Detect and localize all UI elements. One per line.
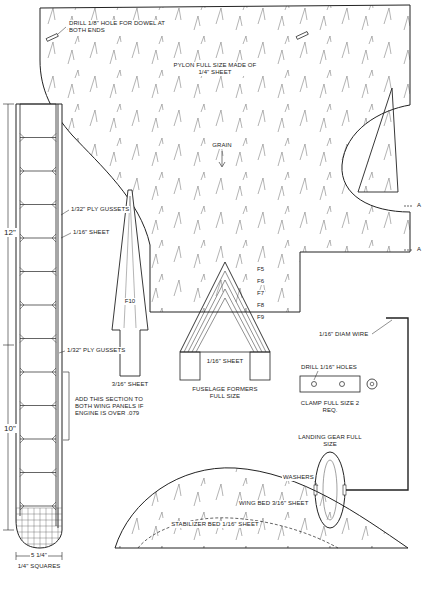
gusset xyxy=(20,167,56,175)
wing-rib xyxy=(20,271,56,272)
fuselage-formers xyxy=(180,262,270,352)
former-outline xyxy=(180,262,270,352)
wing-rib xyxy=(20,238,56,239)
gusset xyxy=(20,268,56,276)
section-bracket xyxy=(63,372,69,440)
grid-line xyxy=(16,514,62,515)
grid-line xyxy=(16,544,62,545)
dimension-line xyxy=(3,104,62,560)
gusset xyxy=(20,469,56,477)
dowel-hole xyxy=(46,34,58,42)
part-label: PYLON FULL SIZE MADE OF 1/4" SHEET xyxy=(172,62,258,76)
leader-line xyxy=(372,320,392,334)
wing-rib xyxy=(20,204,56,205)
part-label: LANDING GEAR FULL SIZE xyxy=(293,434,367,448)
gusset xyxy=(20,201,56,209)
dowel-hole xyxy=(296,32,308,40)
wing-rib xyxy=(20,372,56,373)
grid-line xyxy=(16,526,62,527)
part-label: 1/16" SHEET xyxy=(206,358,245,365)
washer xyxy=(343,485,346,495)
gusset xyxy=(20,301,56,309)
square-grid xyxy=(16,508,62,548)
part-label: 1/32" PLY GUSSETS xyxy=(66,347,126,354)
former-foot xyxy=(180,352,200,380)
leader-line xyxy=(58,27,66,34)
dimension-label: 12" xyxy=(3,228,17,237)
note-label: DRILL 1/8" HOLE FOR DOWEL AT BOTH ENDS xyxy=(68,20,182,34)
grain-label: GRAIN xyxy=(211,142,233,149)
former-outline xyxy=(188,280,262,352)
grid-line xyxy=(16,520,62,521)
grain-arrow xyxy=(219,151,225,167)
section-mark-label: A xyxy=(416,246,422,253)
former-outline xyxy=(192,289,258,352)
clamp-hole xyxy=(340,382,345,387)
part-label: CLAMP FULL SIZE 2 REQ. xyxy=(293,400,367,414)
wing-rib xyxy=(20,338,56,339)
clamp-plate xyxy=(300,376,360,392)
part-label: 3/16" SHEET xyxy=(111,381,150,388)
part-label: WING BED 3/16" SHEET xyxy=(238,500,309,507)
wing-rib xyxy=(20,405,56,406)
wing-rib xyxy=(20,305,56,306)
gusset xyxy=(20,368,56,376)
gusset xyxy=(20,335,56,343)
section-mark xyxy=(404,206,413,250)
dimension-label: 1/4" SQUARES xyxy=(17,563,62,570)
tail-fin xyxy=(358,88,398,192)
part-label: WASHERS xyxy=(282,474,315,481)
part-label: 1/16" SHEET xyxy=(72,229,111,236)
gusset xyxy=(20,402,56,410)
former-label: F7 xyxy=(256,290,265,297)
wing-rib xyxy=(20,439,56,440)
wing-panel-outline xyxy=(16,104,62,548)
part-label: 1/32" PLY GUSSETS xyxy=(70,206,130,213)
former-label: F8 xyxy=(256,302,265,309)
leader-line xyxy=(314,371,318,380)
wing-bed-outline xyxy=(115,468,408,548)
wing-rib xyxy=(20,171,56,172)
former-f10-inner xyxy=(124,196,136,328)
former-foot xyxy=(250,352,270,380)
former-label: F6 xyxy=(256,278,265,285)
gusset xyxy=(20,435,56,443)
grid-line xyxy=(16,532,62,533)
section-mark-label: A xyxy=(416,202,422,209)
pylon-outline xyxy=(40,5,410,312)
part-label: FUSELAGE FORMERS FULL SIZE xyxy=(188,386,262,400)
note-label: ADD THIS SECTION TO BOTH WING PANELS IF … xyxy=(74,396,152,417)
former-outline xyxy=(184,271,266,352)
wing-spars xyxy=(20,104,58,528)
dimension-label: 5 1/4" xyxy=(30,552,48,559)
clamp-hole xyxy=(312,382,317,387)
wing-ribs xyxy=(20,104,56,510)
grid-line xyxy=(16,538,62,539)
clamp-screw xyxy=(370,382,374,386)
dimension-label: 10" xyxy=(3,424,17,433)
former-label: F9 xyxy=(256,314,265,321)
wing-rib xyxy=(20,472,56,473)
gusset xyxy=(20,234,56,242)
note-label: DRILL 1/16" HOLES xyxy=(300,364,358,371)
wing-rib xyxy=(20,104,56,105)
wing-rib xyxy=(20,137,56,138)
gusset xyxy=(20,134,56,142)
wing-rib xyxy=(20,506,56,507)
former-label: F10 xyxy=(124,298,137,305)
grid-line xyxy=(16,508,62,509)
part-label: STABILIZER BED 1/16" SHEET xyxy=(170,521,260,528)
former-label: F5 xyxy=(256,266,265,273)
stabilizer-bed-outline xyxy=(138,518,338,548)
gusset xyxy=(20,502,56,510)
part-label: 1/16" DIAM WIRE xyxy=(318,331,369,338)
clamp-screw xyxy=(367,379,377,389)
former-outline xyxy=(196,298,254,352)
leader-line xyxy=(59,210,71,353)
